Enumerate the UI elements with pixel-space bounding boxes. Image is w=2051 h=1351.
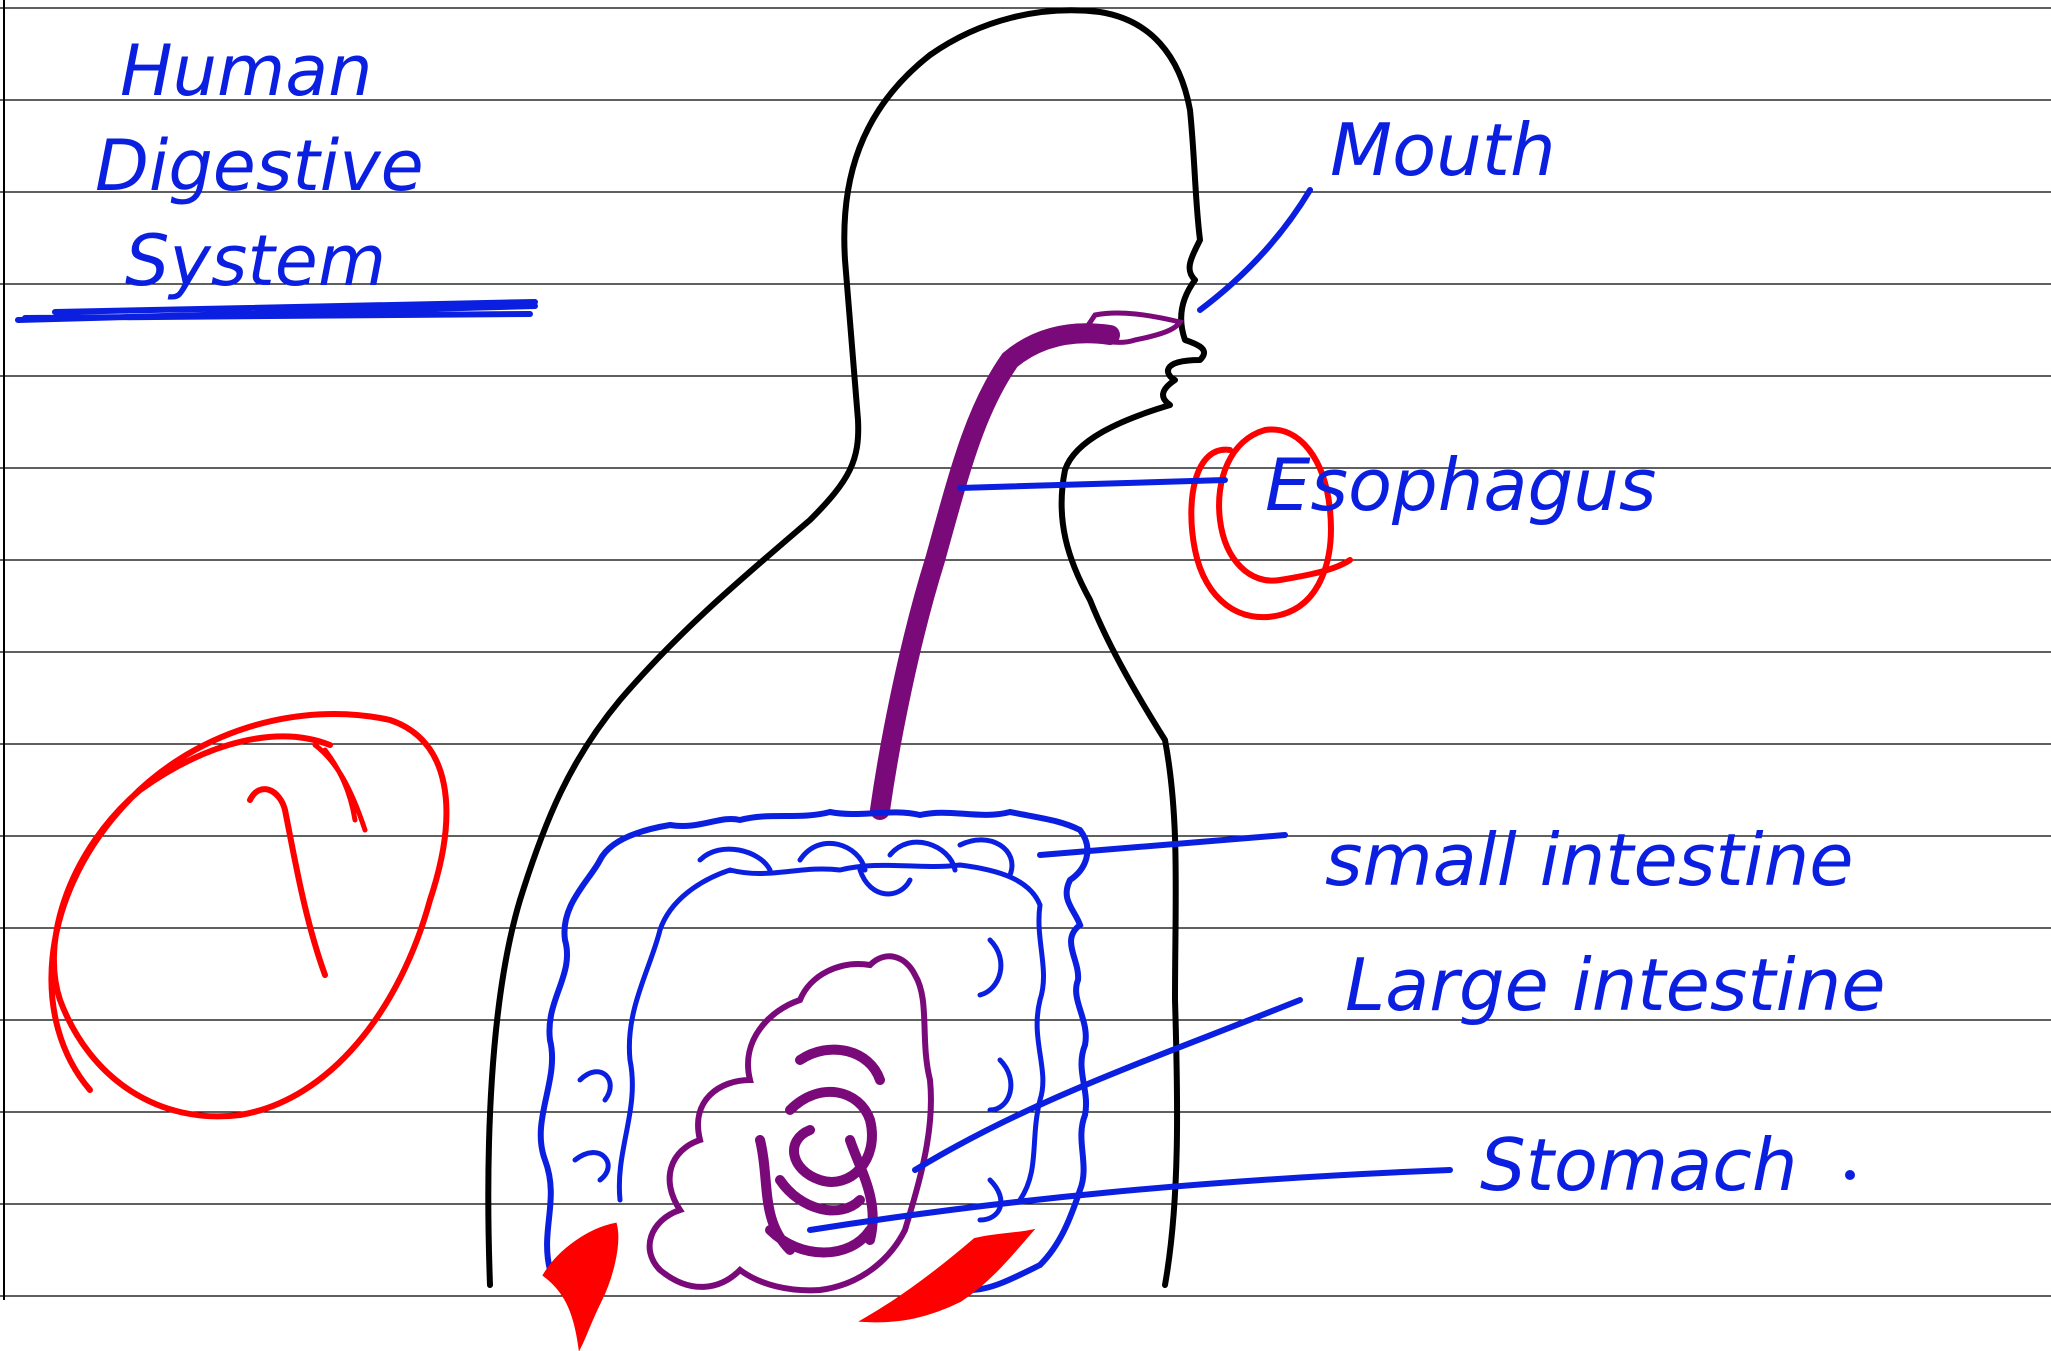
- label-small-intestine: small intestine: [1325, 818, 1854, 902]
- label-mouth: Mouth: [1330, 108, 1556, 192]
- pointer-large-intestine: [915, 1000, 1300, 1170]
- title-line-2: Digestive: [95, 125, 424, 207]
- red-mark-left: [545, 1225, 616, 1345]
- title-line-3: System: [125, 220, 386, 302]
- pointer-mouth: [1200, 190, 1310, 310]
- label-esophagus: Esophagus: [1265, 443, 1656, 527]
- pointer-small-intestine: [1040, 835, 1285, 855]
- pointer-esophagus: [960, 480, 1225, 488]
- diagram-title: Human Digestive System: [18, 30, 535, 320]
- esophagus-tube: [880, 313, 1180, 810]
- red-mark-right: [865, 1232, 1030, 1320]
- title-line-1: Human: [120, 30, 372, 112]
- stomach-label-dot: [1845, 1170, 1855, 1180]
- check-circle-mark: [51, 714, 446, 1116]
- label-stomach: Stomach: [1480, 1123, 1797, 1207]
- label-large-intestine: Large intestine: [1345, 943, 1886, 1027]
- title-underline: [18, 302, 535, 320]
